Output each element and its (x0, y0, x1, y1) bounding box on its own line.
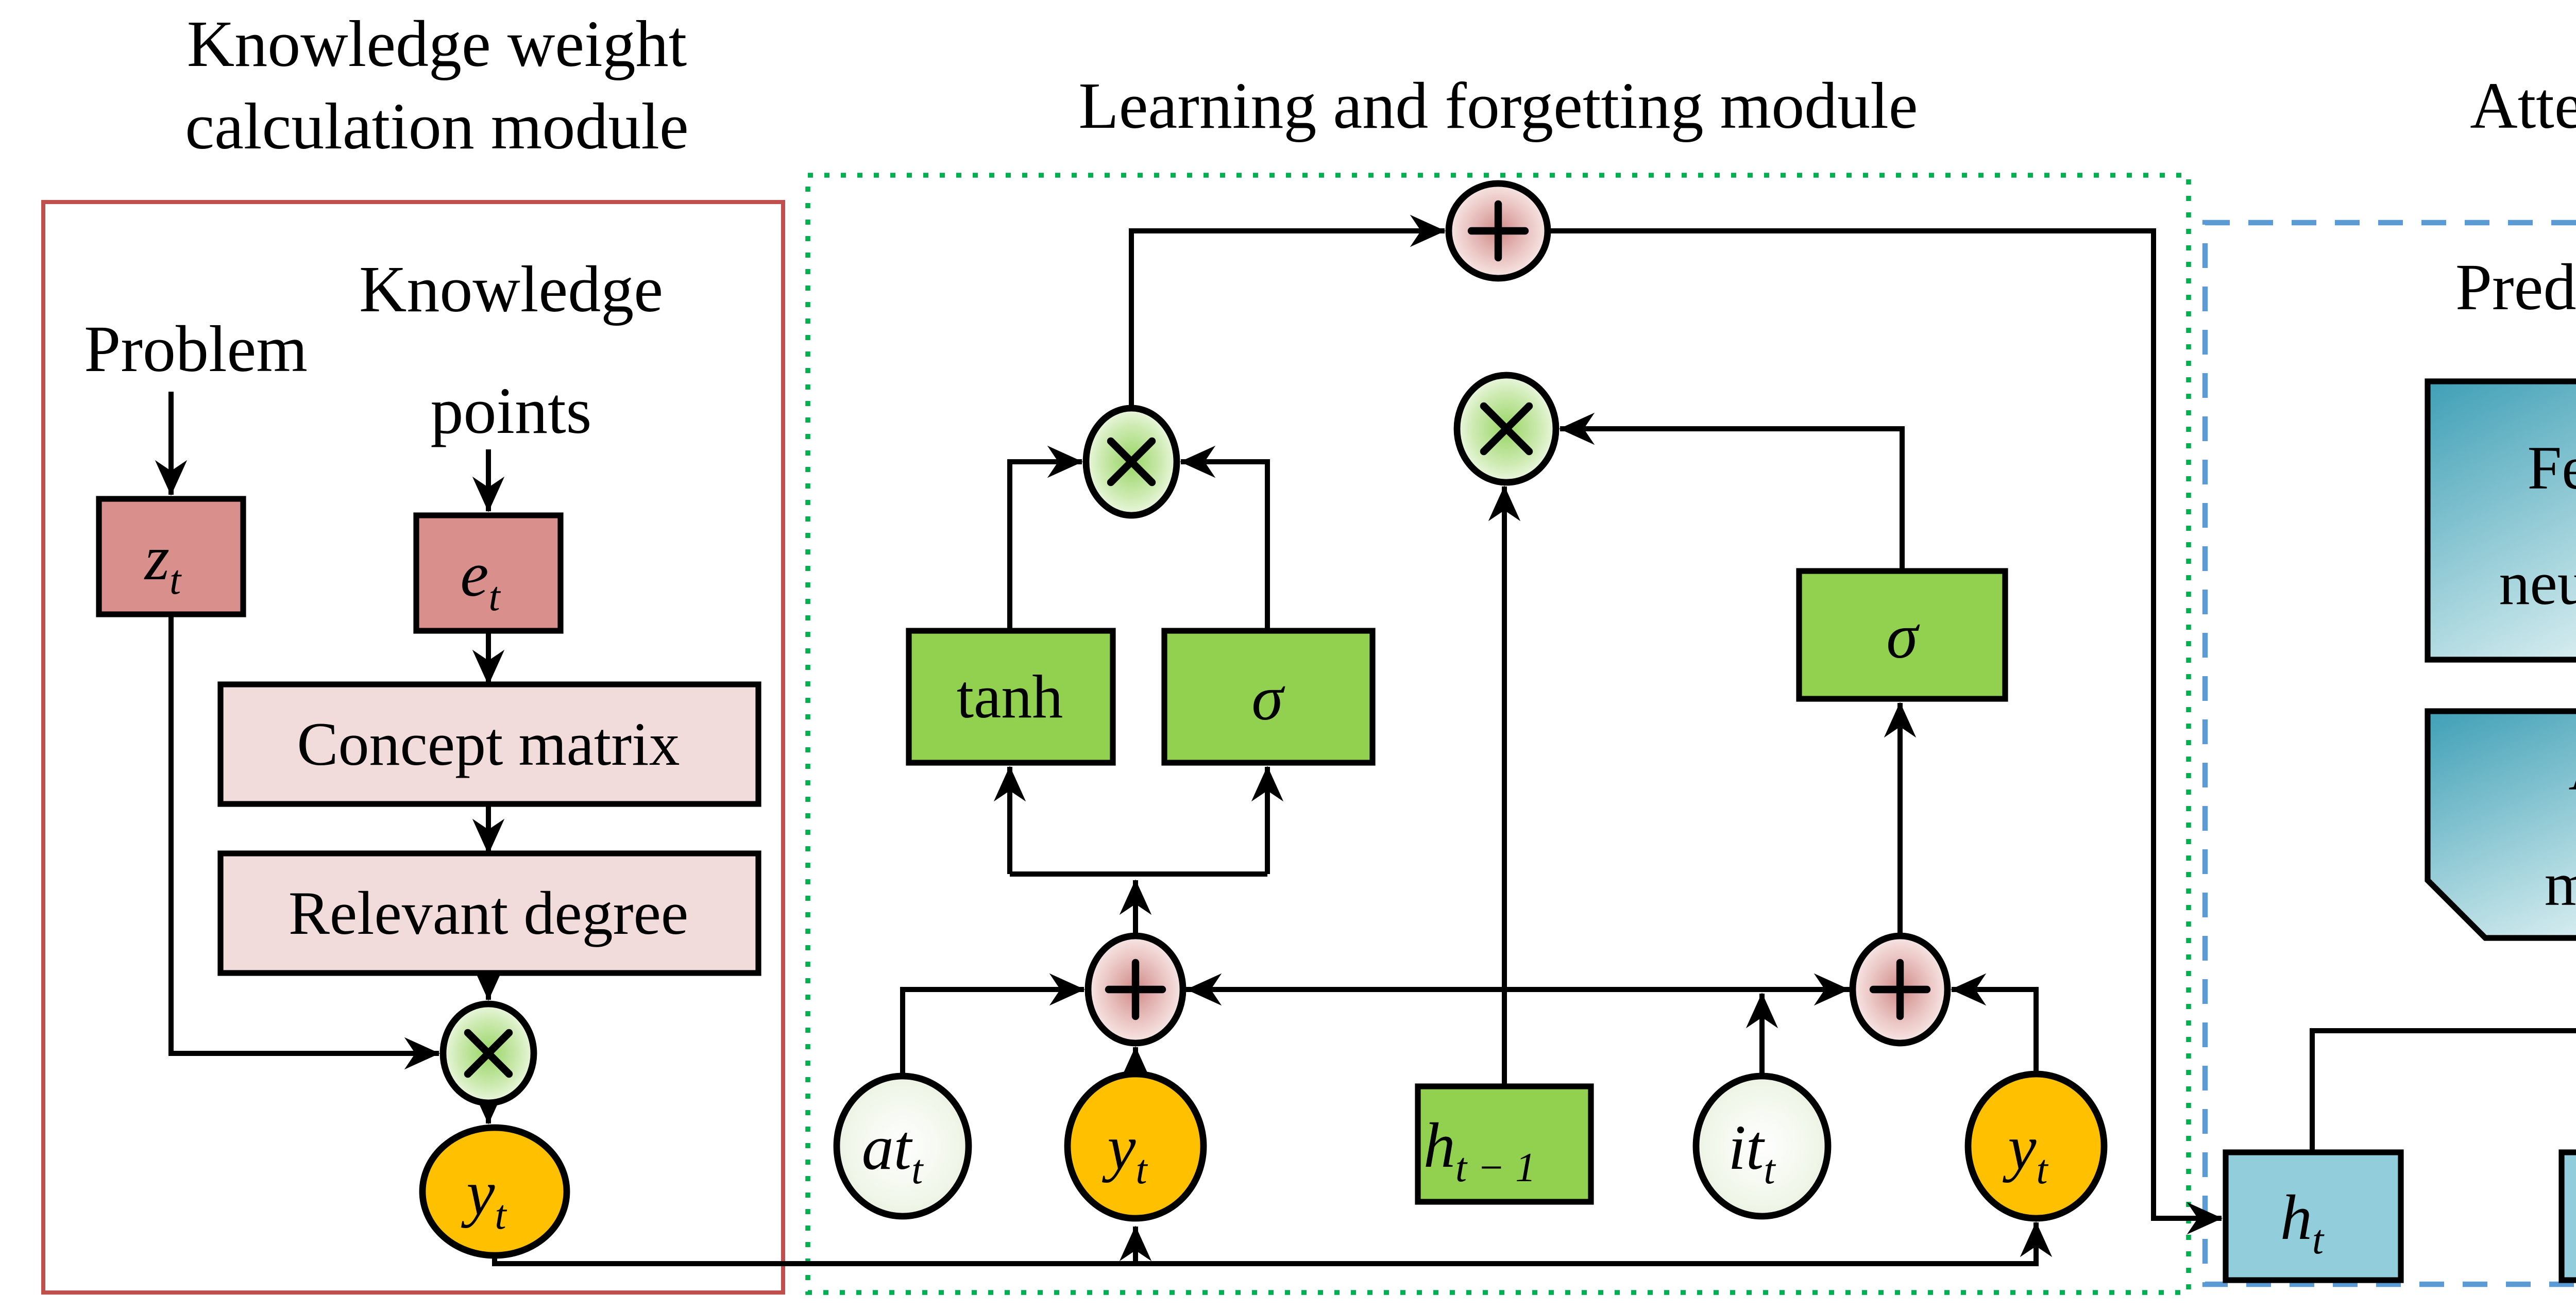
sigma2-box (1796, 568, 2008, 702)
sigma1-box (1161, 628, 1376, 766)
attmech-label-line1: Attention (2568, 734, 2576, 803)
ffn-label-line2: neural network (2499, 549, 2576, 617)
itt-label: itt (1728, 1112, 1776, 1193)
itt-node: itt (1692, 1072, 1832, 1220)
yt2-label: yt (2002, 1112, 2048, 1193)
plus-icon (1869, 959, 1931, 1020)
module-knowledge-weight-border (41, 200, 785, 1295)
ht1-box (1415, 1083, 1594, 1205)
connector-ht-to-add4 (2310, 1028, 2576, 1152)
sigma2-label: σ (1886, 601, 1920, 672)
yt-node-left: yt (419, 1124, 570, 1259)
plus-icon (1467, 200, 1529, 262)
att-label: att (862, 1112, 924, 1193)
connector-att-to-add2 (900, 973, 1085, 1076)
et-box (413, 512, 564, 634)
multiply-icon (464, 1029, 513, 1078)
att-node: att (833, 1072, 972, 1220)
module2-title: Learning and forgetting module (1078, 69, 1918, 142)
ht1-label: ht − 1 (1423, 1110, 1536, 1190)
knowledge-points-label-line2: points (431, 374, 592, 447)
concept-matrix-label: Concept matrix (297, 710, 680, 778)
module1-title-line1: Knowledge weight (187, 7, 687, 80)
module1-title-line2: calculation module (185, 90, 688, 163)
attmech-label-line2: mechanism (2545, 850, 2576, 918)
connector-yt2-to-add3 (1951, 973, 2039, 1076)
zt-box (96, 496, 246, 617)
module3-title: Attention module (2470, 69, 2576, 142)
ht-box (2223, 1149, 2404, 1283)
concept-matrix-box (217, 681, 761, 807)
ht-label: ht (2280, 1182, 2325, 1263)
connector-zt-to-multiply (168, 614, 440, 1070)
relevant-degree-label: Relevant degree (289, 879, 688, 947)
add-op-3 (1849, 932, 1951, 1047)
yt-left-label: yt (461, 1157, 507, 1238)
connector-multiply1-to-add1 (1129, 214, 1446, 408)
multiply-op-2 (1453, 372, 1560, 486)
tanh-box (906, 628, 1116, 766)
multiply-icon (1107, 437, 1156, 486)
dqt-box (2558, 1149, 2576, 1283)
attention-mechanism-box (2425, 708, 2576, 941)
add-op-top (1445, 180, 1551, 282)
zt-label: zt (144, 523, 182, 603)
yt1-node: yt (1064, 1070, 1207, 1222)
feedforward-box (2425, 378, 2576, 663)
multiply-op-1 (1082, 405, 1180, 519)
add-op-2 (1084, 932, 1187, 1047)
yt2-node: yt (1964, 1070, 2108, 1222)
connector-tanh-to-multiply1 (1007, 445, 1083, 631)
plus-icon (1105, 959, 1166, 1020)
connector-add1-to-ht (1548, 228, 2223, 1235)
problem-label: Problem (84, 312, 308, 385)
prediction-results-label: Prediction results (2455, 250, 2576, 324)
sigma1-label: σ (1251, 663, 1285, 733)
knowledge-points-label-line1: Knowledge (359, 253, 663, 326)
multiply-op-left (439, 1000, 537, 1106)
yt1-label: yt (1101, 1112, 1148, 1193)
connector-sigma1-to-multiply1 (1180, 445, 1270, 631)
module-learning-forgetting-border (805, 173, 2191, 1295)
relevant-degree-box (217, 850, 761, 976)
tanh-label: tanh (957, 662, 1063, 731)
connector-sigma2-to-multiply2 (1559, 412, 1905, 571)
et-label: et (460, 539, 501, 619)
ffn-label-line1: Feedforward (2527, 433, 2576, 502)
connector-yt-feed-line (492, 1221, 2053, 1266)
multiply-icon (1480, 402, 1533, 456)
